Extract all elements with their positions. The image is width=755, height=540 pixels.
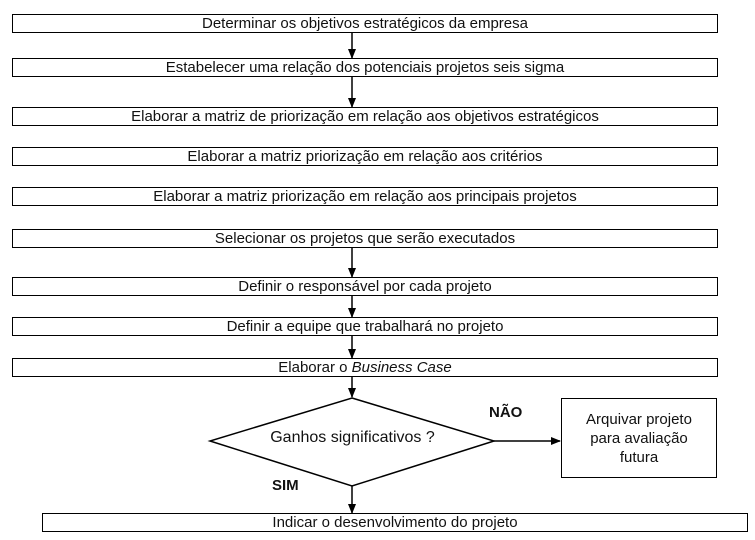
step-1: Determinar os objetivos estratégicos da … — [12, 14, 718, 33]
step-2: Estabelecer uma relação dos potenciais p… — [12, 58, 718, 77]
step-3: Elaborar a matriz de priorização em rela… — [12, 107, 718, 126]
step-6: Selecionar os projetos que serão executa… — [12, 229, 718, 248]
business-case-emphasis: Business Case — [351, 359, 452, 376]
step-5: Elaborar a matriz priorização em relação… — [12, 187, 718, 206]
step-9-business-case: Elaborar o Business Case — [12, 358, 718, 377]
yes-label: SIM — [272, 477, 299, 494]
no-label: NÃO — [489, 404, 523, 421]
final-step: Indicar o desenvolvimento do projeto — [42, 513, 748, 532]
step-7: Definir o responsável por cada projeto — [12, 277, 718, 296]
step-4: Elaborar a matriz priorização em relação… — [12, 147, 718, 166]
decision-label: Ganhos significativos ? — [270, 429, 435, 446]
step-8: Definir a equipe que trabalhará no proje… — [12, 317, 718, 336]
business-case-prefix: Elaborar o — [278, 359, 352, 376]
archive-project-box: Arquivar projeto para avaliação futura — [561, 398, 717, 478]
